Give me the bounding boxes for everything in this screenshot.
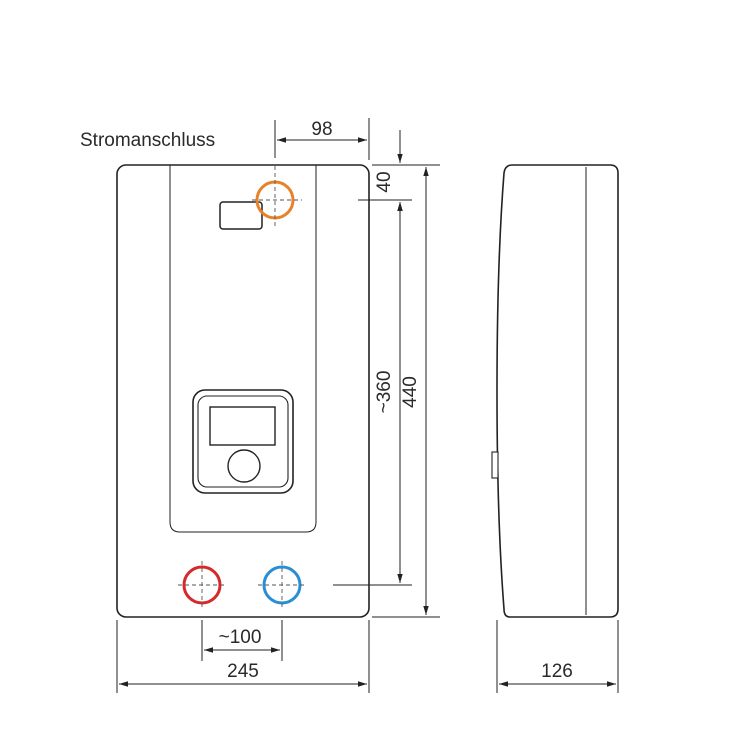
svg-text:40: 40 <box>374 171 395 192</box>
svg-text:~100: ~100 <box>219 627 262 648</box>
cable-entry-block <box>219 201 263 230</box>
svg-text:245: 245 <box>227 661 259 682</box>
svg-text:440: 440 <box>400 376 421 408</box>
svg-text:98: 98 <box>311 119 332 140</box>
svg-text:126: 126 <box>541 661 573 682</box>
side-view <box>491 164 619 618</box>
dimension-126: 126 <box>496 620 619 693</box>
side-housing-outline <box>496 164 619 618</box>
front-view <box>116 164 370 618</box>
dimension-100: ~100 <box>201 620 283 661</box>
dimension-360: ~360 <box>333 202 412 586</box>
dimension-440: 440 <box>372 167 440 618</box>
dimension-98: 98 <box>274 118 370 160</box>
side-button <box>491 451 499 479</box>
front-cover-panel <box>169 165 317 533</box>
display-screen <box>209 406 276 446</box>
svg-text:~360: ~360 <box>374 371 395 414</box>
control-knob <box>227 449 261 483</box>
dimension-245: 245 <box>116 620 370 693</box>
dimension-40: 40 <box>358 130 440 236</box>
power-connection-label: Stromanschluss <box>80 130 215 151</box>
